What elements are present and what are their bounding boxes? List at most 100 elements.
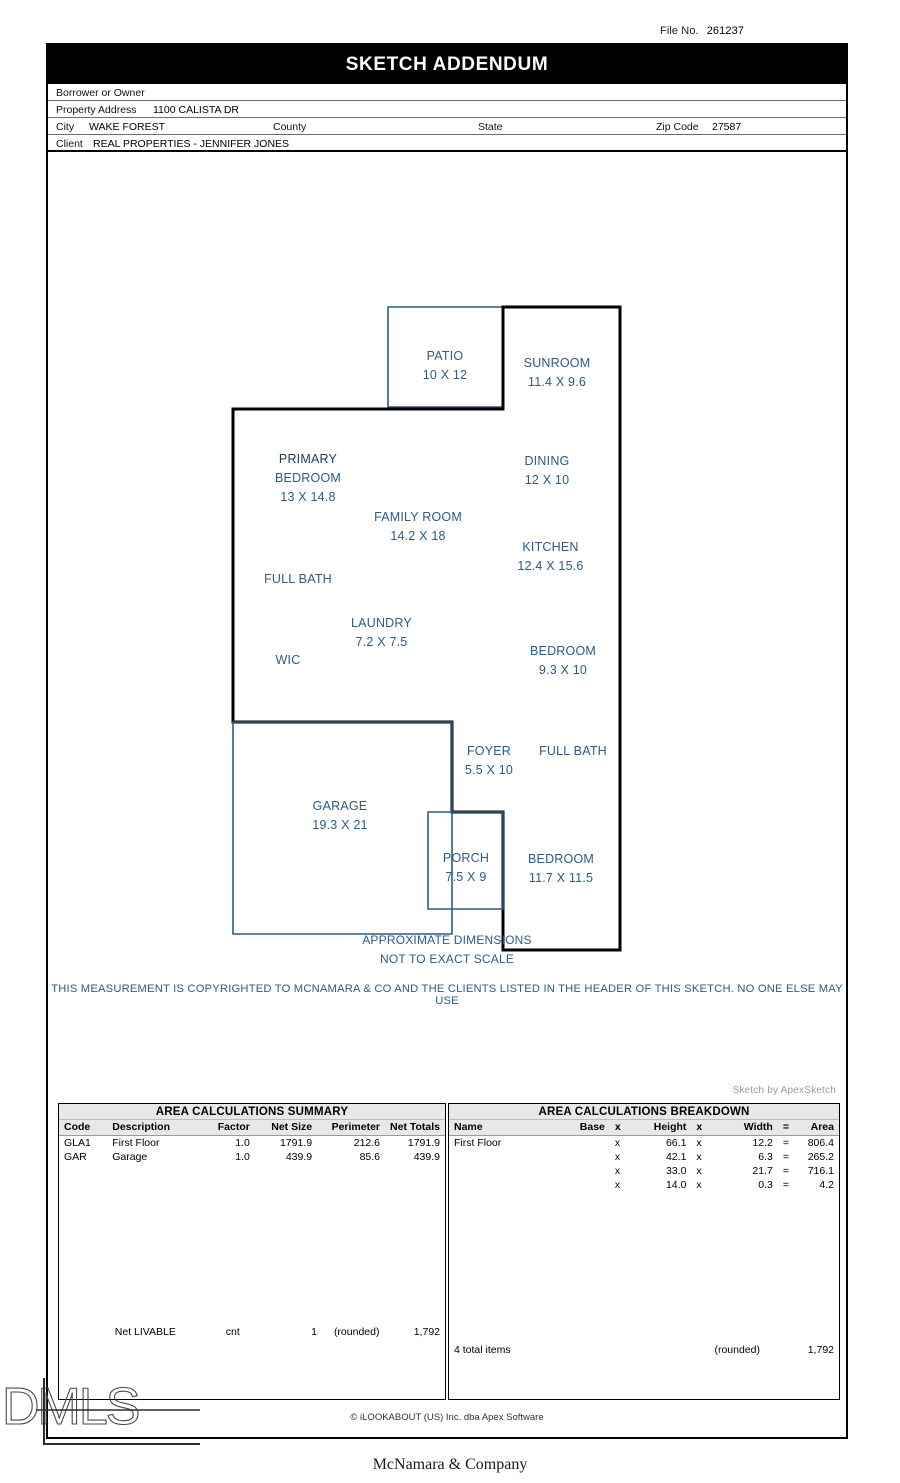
- cell-area: 716.1: [807, 1165, 834, 1177]
- cell-perimeter: 212.6: [353, 1137, 381, 1149]
- cell-width: 0.3: [758, 1179, 773, 1191]
- cell-base: [558, 1136, 610, 1151]
- room-dim: 12 X 10: [524, 473, 570, 487]
- city-county-state-zip-row: City WAKE FOREST County State Zip Code 2…: [48, 118, 846, 135]
- cell-net-size: 439.9: [285, 1151, 313, 1163]
- cell-base: [558, 1164, 610, 1178]
- room-dim: 11.7 X 11.5: [528, 871, 594, 885]
- cell-width: 12.2: [752, 1137, 773, 1149]
- breakdown-header-row: Name Base x Height x Width = Area: [449, 1120, 839, 1136]
- col-net-size: Net Size: [254, 1120, 318, 1136]
- col-height: Height: [637, 1120, 692, 1136]
- cell-equals: =: [782, 1151, 789, 1163]
- cell-description: First Floor: [112, 1137, 160, 1149]
- room-name: FOYER: [466, 744, 512, 758]
- room-name: FULL BATH: [264, 572, 332, 586]
- cell-x-2: x: [696, 1165, 702, 1177]
- room-label-primary-bedroom: PRIMARY BEDROOM 13 X 14.8: [263, 450, 353, 507]
- cell-equals: =: [782, 1165, 789, 1177]
- room-label-full-bath-2: FULL BATH: [528, 742, 618, 761]
- table-row: First Floor x 66.1 x 12.2 = 806.4: [449, 1136, 839, 1151]
- room-label-bedroom-2: BEDROOM 9.3 X 10: [518, 642, 608, 680]
- cell-height: 14.0: [665, 1179, 687, 1191]
- property-address-label: Property Address: [56, 104, 137, 116]
- col-net-totals: Net Totals: [385, 1120, 445, 1136]
- cell-description: Garage: [112, 1151, 148, 1163]
- property-address-row: Property Address 1100 CALISTA DR: [48, 101, 846, 118]
- room-name: BEDROOM: [528, 852, 594, 866]
- room-label-patio: PATIO 10 X 12: [405, 347, 485, 385]
- cell-net-totals: 439.9: [413, 1151, 440, 1163]
- city-label: City: [56, 121, 75, 133]
- col-x-1: x: [609, 1120, 638, 1136]
- page-title: SKETCH ADDENDUM: [48, 45, 846, 84]
- cell-code: GAR: [64, 1151, 87, 1163]
- cell-x-1: x: [614, 1165, 621, 1177]
- breakdown-table: Name Base x Height x Width = Area First …: [449, 1120, 839, 1192]
- cell-equals: =: [782, 1137, 789, 1149]
- room-name: FAMILY ROOM: [374, 510, 462, 524]
- col-factor: Factor: [202, 1120, 255, 1136]
- summary-footer: Net LIVABLE cnt 1 (rounded) 1,792: [59, 1325, 445, 1339]
- borrower-row: Borrower or Owner: [48, 84, 846, 101]
- room-name: DINING: [524, 454, 570, 468]
- summary-table: Code Description Factor Net Size Perimet…: [59, 1120, 445, 1164]
- zip-value: 27587: [712, 121, 742, 133]
- note-not-to-scale: NOT TO EXACT SCALE: [379, 952, 515, 966]
- table-row: x 14.0 x 0.3 = 4.2: [449, 1178, 839, 1192]
- room-dim: 7.2 X 7.5: [355, 635, 408, 649]
- room-dim: 14.2 X 18: [390, 529, 446, 543]
- room-name: KITCHEN: [522, 540, 579, 554]
- floor-plan-sketch: PATIO 10 X 12 SUNROOM 11.4 X 9.6 PRIMARY…: [48, 152, 846, 1102]
- cell-x-1: x: [614, 1151, 621, 1163]
- col-code: Code: [59, 1120, 108, 1136]
- room-dim: 5.5 X 10: [464, 763, 514, 777]
- room-label-dining: DINING 12 X 10: [503, 452, 591, 490]
- room-label-wic: WIC: [263, 651, 313, 670]
- property-address-value: 1100 CALISTA DR: [153, 104, 239, 116]
- room-name: BEDROOM: [530, 644, 596, 658]
- sketch-credit: Sketch by ApexSketch: [732, 1085, 836, 1096]
- cell-equals: =: [782, 1179, 789, 1191]
- room-dim: 13 X 14.8: [280, 490, 336, 504]
- porch-outline: [427, 811, 504, 910]
- cell-width: 6.3: [758, 1151, 773, 1163]
- cell-height: 33.0: [665, 1165, 687, 1177]
- table-row: x 42.1 x 6.3 = 265.2: [449, 1150, 839, 1164]
- cell-factor: 1.0: [235, 1137, 250, 1149]
- cell-x-1: x: [614, 1137, 621, 1149]
- breakdown-title: AREA CALCULATIONS BREAKDOWN: [449, 1104, 839, 1120]
- net-livable-label: Net LIVABLE: [114, 1326, 176, 1338]
- garage-outline: [232, 721, 453, 935]
- room-dim: 7.5 X 9: [445, 870, 487, 884]
- room-name: LAUNDRY: [351, 616, 412, 630]
- room-name: WIC: [275, 653, 301, 667]
- net-livable-total: 1,792: [413, 1326, 440, 1338]
- county-label: County: [273, 121, 307, 133]
- cell-height: 42.1: [665, 1151, 687, 1163]
- room-dim: 10 X 12: [422, 368, 468, 382]
- cell-code: GLA1: [64, 1137, 91, 1149]
- cell-x-2: x: [696, 1137, 702, 1149]
- area-calculations-breakdown: AREA CALCULATIONS BREAKDOWN Name Base x …: [448, 1103, 840, 1400]
- cell-width: 21.7: [752, 1165, 773, 1177]
- net-livable-count: 1: [311, 1326, 317, 1338]
- room-name-2: BEDROOM: [275, 471, 341, 485]
- cell-height: 66.1: [665, 1137, 687, 1149]
- room-label-family-room: FAMILY ROOM 14.2 X 18: [368, 508, 468, 546]
- cell-x-2: x: [696, 1151, 702, 1163]
- col-name: Name: [449, 1120, 559, 1136]
- client-value: REAL PROPERTIES - JENNIFER JONES: [93, 138, 290, 150]
- cell-name: [449, 1178, 558, 1192]
- table-row: GAR Garage 1.0 439.9 85.6 439.9: [59, 1150, 445, 1164]
- note-approximate-dimensions: APPROXIMATE DIMENSIONS: [362, 933, 532, 947]
- file-number-value: 261237: [706, 25, 745, 37]
- sketch-addendum-page: SKETCH ADDENDUM Borrower or Owner Proper…: [46, 43, 848, 1439]
- note-copyright: THIS MEASUREMENT IS COPYRIGHTED TO MCNAM…: [51, 983, 843, 1007]
- apex-software-footer: © iLOOKABOUT (US) Inc. dba Apex Software: [350, 1412, 544, 1423]
- cell-name: [449, 1150, 558, 1164]
- file-number: File No. 261237: [660, 25, 744, 37]
- cell-net-size: 1791.9: [279, 1137, 313, 1149]
- col-base: Base: [558, 1120, 610, 1136]
- file-number-label: File No.: [660, 25, 699, 37]
